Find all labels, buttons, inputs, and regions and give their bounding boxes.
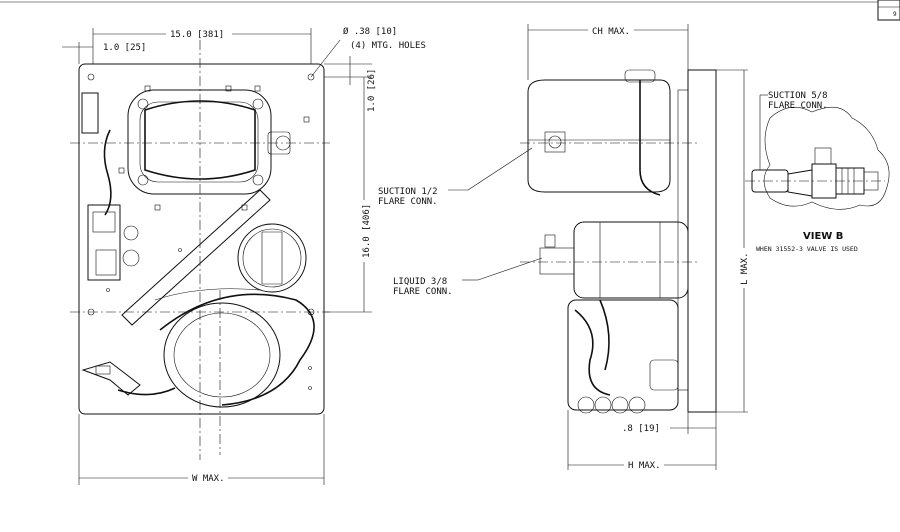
liquid-label-line2: FLARE CONN. — [393, 287, 453, 297]
dimension-edge-offset: 1.0 [25] — [62, 42, 146, 64]
dimension-hole-diameter: Ø .38 [10] (4) MTG. HOLES — [310, 26, 426, 78]
suction-label-line1: SUCTION 1/2 — [378, 187, 438, 197]
dimension-width-overall: 15.0 [381] — [92, 27, 312, 64]
mounting-hole-icon — [87, 73, 95, 81]
suction-leader: SUCTION 1/2 FLARE CONN. — [378, 147, 533, 207]
mounting-hole-icon — [307, 73, 315, 81]
receiver-icon — [237, 223, 307, 293]
liquid-label-line1: LIQUID 3/8 — [393, 277, 447, 287]
top-offset-label: 1.0 [26] — [367, 69, 377, 112]
brace-bar — [121, 189, 271, 326]
bottom-offset-label: .8 [19] — [622, 424, 660, 434]
view-b-note: WHEN 31552-3 VALVE IS USED — [756, 245, 858, 253]
fastener-marks — [106, 85, 312, 390]
hole-diameter-label: Ø .38 [10] — [343, 26, 397, 37]
compressor-side-icon — [527, 69, 671, 196]
view-b-suction-label-line2: FLARE CONN. — [768, 101, 828, 111]
view-b-title: VIEW B — [803, 231, 843, 242]
width-max-label: W MAX. — [192, 474, 225, 484]
ch-max-label: CH MAX. — [592, 27, 630, 37]
width-overall-label: 15.0 [381] — [170, 30, 224, 40]
condenser-coil-icon — [154, 288, 315, 408]
view-b-suction-leader: SUCTION 5/8 FLARE CONN. — [759, 91, 828, 170]
dimension-width-max: W MAX. — [78, 414, 325, 485]
title-block: 9 — [877, 0, 900, 21]
coil-side-icon — [567, 299, 679, 414]
dimension-height-overall: 16.0 [406] — [324, 77, 372, 313]
base-plate — [78, 63, 325, 415]
valve-assembly-icon — [81, 361, 176, 396]
dimension-l-max: L MAX. — [716, 69, 751, 413]
dimension-bottom-offset: .8 [19] — [622, 412, 716, 434]
l-max-label: L MAX. — [740, 252, 750, 285]
view-b-valve-icon — [745, 147, 885, 199]
break-outline — [763, 106, 890, 210]
view-b-suction-label-line1: SUCTION 5/8 — [768, 91, 828, 101]
view-b: SUCTION 5/8 FLARE CONN. VIEW B WHEN 3155… — [745, 91, 890, 253]
dimension-h-max: H MAX. — [567, 410, 717, 471]
suction-label-line2: FLARE CONN. — [378, 197, 438, 207]
dimension-top-offset: 1.0 [26] — [324, 56, 377, 112]
side-view: CH MAX. L MAX. .8 [19] H MAX. S — [378, 24, 751, 471]
edge-offset-label: 1.0 [25] — [103, 43, 146, 53]
front-view: 15.0 [381] 1.0 [25] Ø .38 [10] (4) MTG. … — [62, 26, 426, 485]
dimension-ch-max: CH MAX. — [527, 24, 689, 80]
mounting-plate — [687, 69, 717, 413]
sheet-number: 9 — [893, 11, 897, 18]
h-max-label: H MAX. — [628, 461, 661, 471]
height-overall-label: 16.0 [406] — [362, 204, 372, 258]
liquid-leader: LIQUID 3/8 FLARE CONN. — [393, 257, 543, 297]
electrical-box-icon — [81, 92, 140, 281]
compressor-icon — [127, 89, 291, 195]
hole-note-label: (4) MTG. HOLES — [350, 41, 426, 51]
receiver-side-icon — [539, 221, 689, 299]
